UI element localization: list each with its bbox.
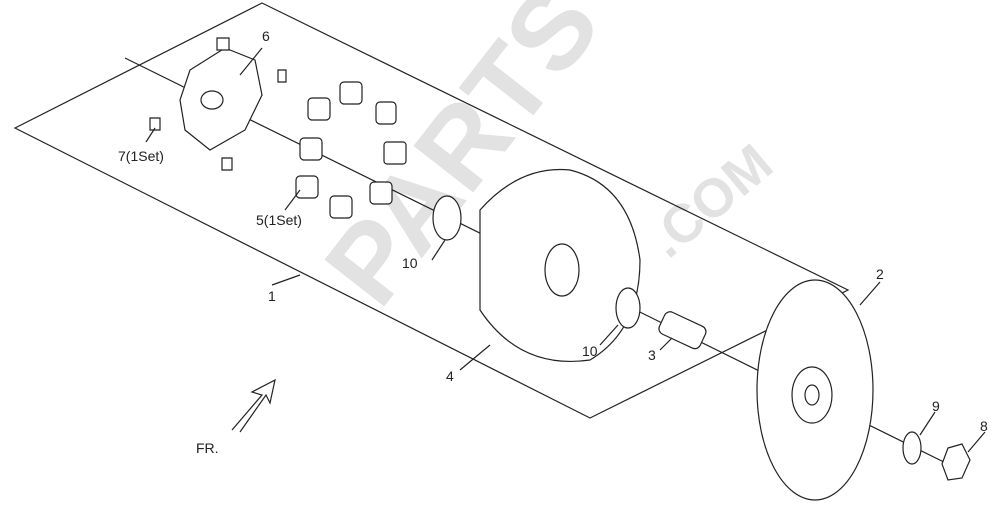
front-direction-label: FR. (196, 440, 219, 456)
nut-part-8 (941, 443, 971, 481)
callout-8: 8 (980, 418, 988, 434)
callout-7: 7(1Set) (118, 148, 164, 164)
callout-10b: 10 (582, 343, 598, 359)
movable-drive-face-part-4 (479, 168, 641, 362)
callout-9: 9 (932, 398, 940, 414)
washer-part-9 (902, 431, 922, 465)
washer-part-10a (432, 195, 462, 241)
callout-5: 5(1Set) (256, 212, 302, 228)
callout-1: 1 (268, 288, 276, 304)
rollers-part-5 (295, 81, 407, 219)
front-direction-arrow (231, 378, 276, 433)
callout-4: 4 (446, 368, 454, 384)
callout-6: 6 (262, 28, 270, 44)
fan-drive-face-part-2 (756, 279, 874, 501)
bushing-part-3 (658, 311, 707, 350)
washer-part-10b (615, 287, 641, 329)
sliders-part-7 (149, 37, 287, 171)
assembly-outline (13, 2, 850, 419)
callout-3: 3 (648, 347, 656, 363)
callout-2: 2 (876, 266, 884, 282)
callout-10a: 10 (402, 255, 418, 271)
